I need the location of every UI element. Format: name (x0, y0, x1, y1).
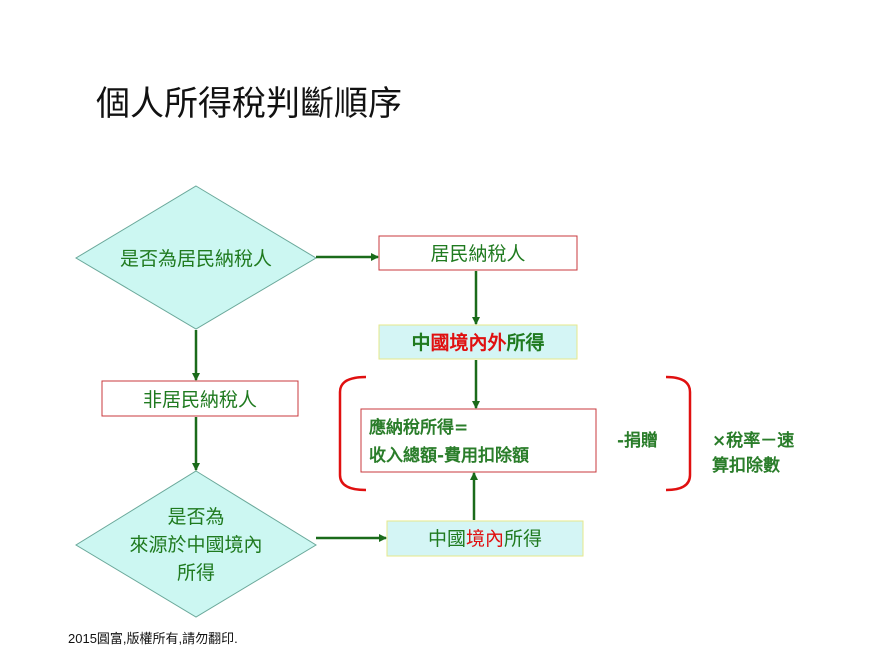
non-resident-rect (101, 380, 299, 417)
income-domestic-part: 境內 (466, 528, 504, 550)
decision-source-line-2: 來源於中國境內 (129, 534, 262, 556)
income-world-part: 國境內外 (430, 331, 506, 354)
income-domestic-box: 中國境內所得 (386, 520, 584, 557)
decision-source-line-3: 所得 (177, 562, 215, 584)
decision-source-line-1: 是否為 (167, 506, 224, 528)
tax-rate-line-2: 算扣除數 (711, 455, 780, 476)
income-domestic-part: 中國 (428, 528, 466, 550)
income-world-box: 中國境內外所得 (378, 324, 578, 360)
resident-taxpayer-rect (378, 235, 578, 271)
non-resident-label: 非居民納稅人 (143, 389, 257, 411)
decision-diamond-shape (75, 185, 317, 330)
taxable-income-box: 應納稅所得= 收入總額-費用扣除額 (360, 408, 597, 473)
income-world-label: 中國境內外所得 (411, 331, 544, 354)
copyright-footer: 2015圓富,版權所有,請勿翻印. (68, 631, 238, 646)
income-domestic-rect (386, 520, 584, 557)
left-bracket (338, 375, 367, 492)
donation-label: -捐贈 (617, 430, 658, 451)
income-world-part: 所得 (507, 331, 545, 354)
decision-source-shape (75, 470, 317, 618)
right-bracket (665, 375, 692, 492)
non-resident-taxpayer-box: 非居民納稅人 (101, 380, 299, 417)
taxable-income-line-1: 應納稅所得= (369, 417, 468, 438)
resident-taxpayer-label: 居民納稅人 (430, 243, 525, 265)
income-domestic-part: 所得 (504, 528, 542, 550)
decision-resident-label: 是否為居民納稅人 (120, 248, 272, 270)
decision-resident: 是否為居民納稅人 (75, 185, 317, 330)
page-title: 個人所得稅判斷順序 (96, 84, 402, 124)
decision-source: 是否為 來源於中國境內 所得 (75, 470, 317, 618)
income-world-part: 中 (411, 331, 430, 354)
taxable-income-rect (360, 408, 597, 473)
taxable-income-line-2: 收入總額-費用扣除額 (369, 445, 529, 466)
income-world-rect (378, 324, 578, 360)
resident-taxpayer-box: 居民納稅人 (378, 235, 578, 271)
tax-rate-line-1: ×稅率－速 (712, 430, 794, 451)
income-domestic-label: 中國境內所得 (428, 528, 542, 550)
